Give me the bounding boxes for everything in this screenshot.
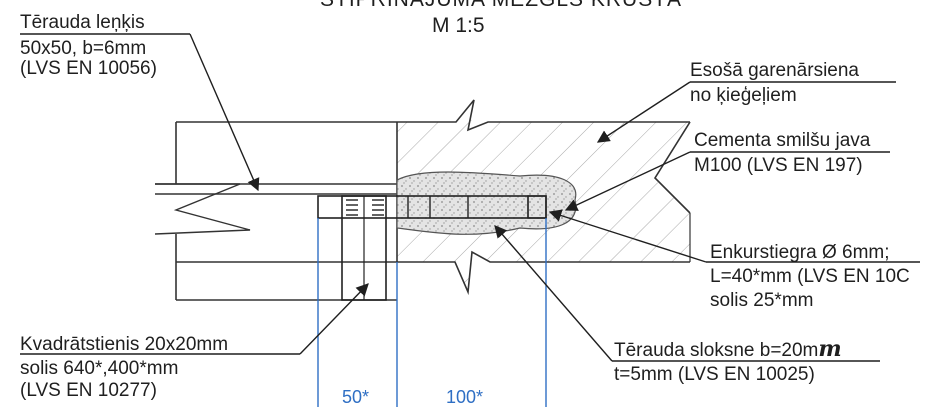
label-mortar-grade: M100 (LVS EN 197) [694,155,863,176]
dimension-100: 100* [446,387,484,407]
label-mortar: Cementa smilšu java [694,130,871,151]
cross-wall [154,121,397,301]
label-steel-strip-handwritten: m [818,336,842,362]
leader-lines [20,33,920,362]
label-anchor: Enkurstiegra Ø 6mm; [710,242,890,263]
label-steel-angle-size: 50x50, b=6mm [20,38,147,59]
drawing-title: STIPRINĀJUMA MEZGLS KRUSTĀ [320,0,682,12]
label-steel-angle-name: Tērauda leņķis [20,12,145,33]
label-existing-wall-material: no ķieģeļiem [690,85,797,106]
cement-mortar-fill [396,171,577,235]
label-steel-strip-thickness: t=5mm (LVS EN 10025) [614,364,815,385]
label-square-bar-standard: (LVS EN 10277) [20,380,157,401]
label-square-bar-spacing: solis 640*,400*mm [20,358,179,379]
dimension-50: 50* [342,387,370,407]
label-square-bar: Kvadrātstienis 20x20mm [20,334,229,355]
dimension-lines [317,218,547,407]
steel-strip [317,195,547,219]
label-existing-wall: Esošā garenārsiena [690,60,859,81]
label-steel-strip: Tērauda sloksne b=20mm [614,336,842,362]
label-steel-angle-standard: (LVS EN 10056) [20,58,157,79]
label-anchor-length: L=40*mm (LVS EN 10C [710,266,910,287]
square-bar [341,195,387,301]
label-steel-strip-text: Tērauda sloksne b=20m [614,340,819,361]
drawing-scale: M 1:5 [432,14,485,37]
label-anchor-spacing: solis 25*mm [710,290,814,311]
